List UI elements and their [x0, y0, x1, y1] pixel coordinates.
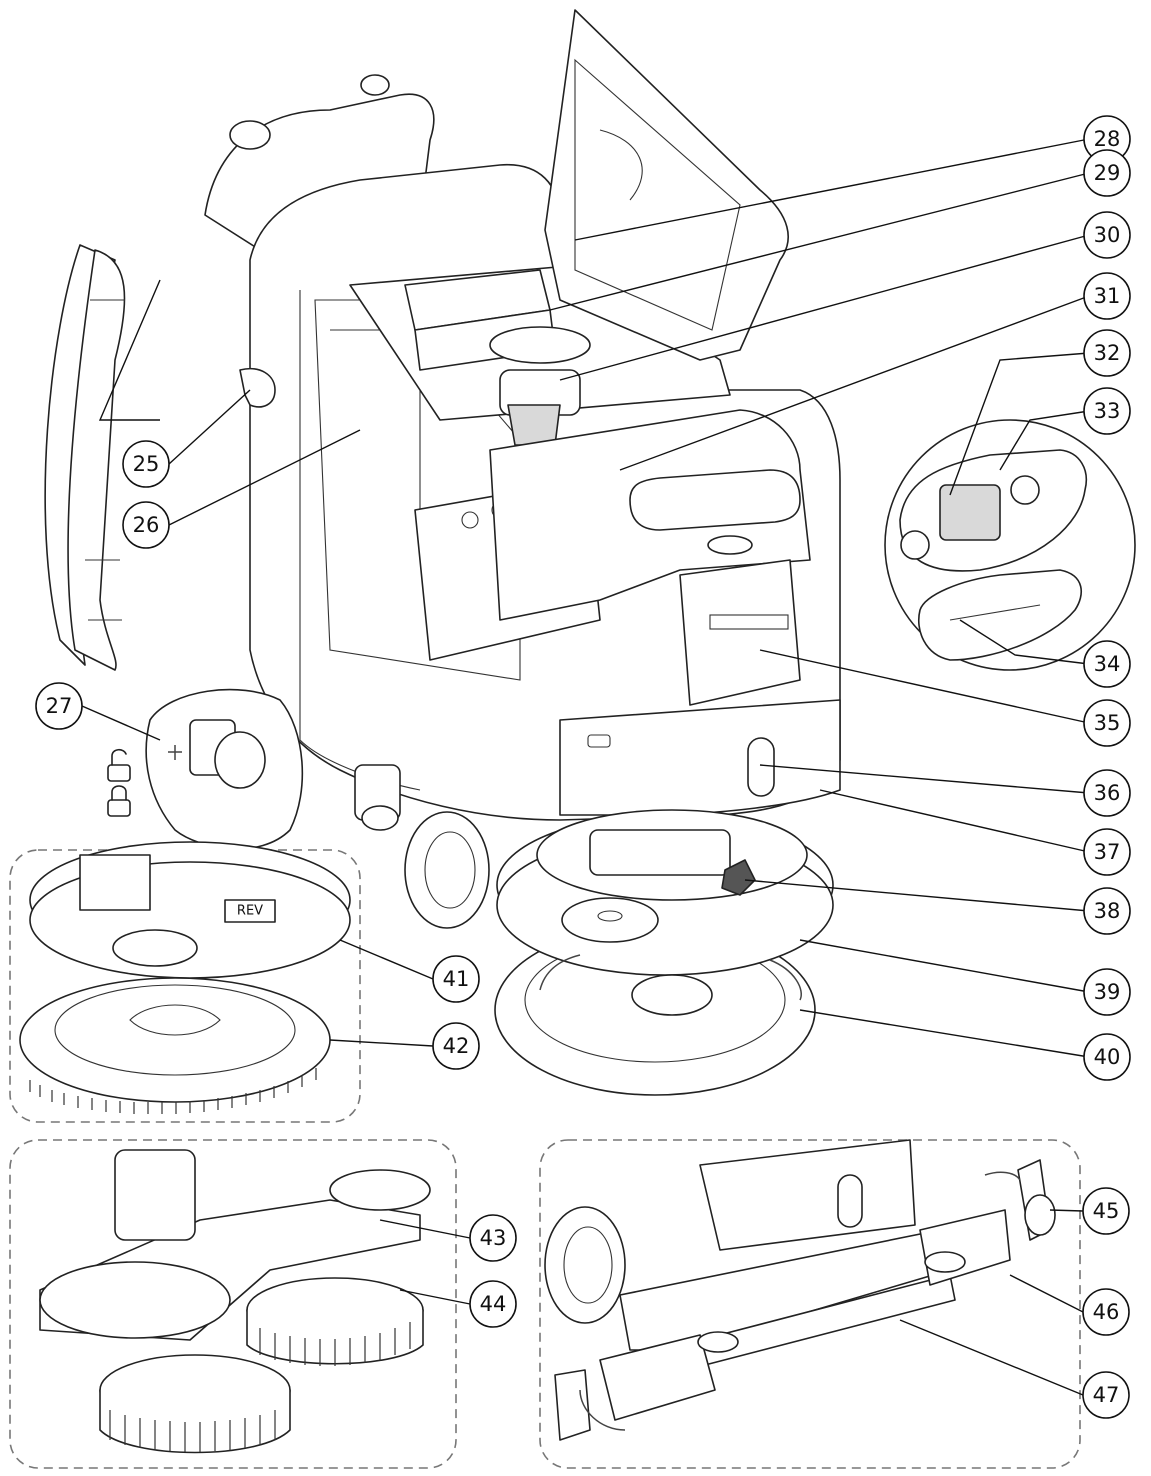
callout-39: 39 — [1083, 968, 1131, 1016]
cylindrical-brush-detail — [544, 1139, 1056, 1441]
callout-label: 39 — [1094, 980, 1121, 1004]
control-panel-zoom — [884, 419, 1136, 671]
callout-label: 41 — [443, 967, 470, 991]
detail-frame-disc-brush — [9, 849, 361, 1123]
disc-brush-detail: REV — [19, 841, 351, 1114]
callout-29: 29 — [1083, 149, 1131, 197]
callout-label: 31 — [1094, 284, 1121, 308]
callout-label: 45 — [1093, 1199, 1120, 1223]
callout-44: 44 — [469, 1280, 517, 1328]
side-handle-assembly — [44, 244, 276, 671]
callout-label: 35 — [1094, 711, 1121, 735]
detail-frame-twin-brush — [9, 1139, 457, 1469]
machine-body — [204, 9, 841, 929]
callout-label: 47 — [1093, 1383, 1120, 1407]
callout-label: 44 — [480, 1292, 507, 1316]
callout-33: 33 — [1083, 387, 1131, 435]
callout-label: 38 — [1094, 899, 1121, 923]
callout-label: 40 — [1094, 1045, 1121, 1069]
callout-47: 47 — [1082, 1371, 1130, 1419]
callout-35: 35 — [1083, 699, 1131, 747]
callouts: 25 26 27 28 29 30 31 32 33 34 35 36 37 3… — [35, 115, 1131, 1419]
callout-label: 32 — [1094, 341, 1121, 365]
callout-34: 34 — [1083, 640, 1131, 688]
lock-detail — [145, 688, 304, 850]
callout-30: 30 — [1083, 211, 1131, 259]
callout-37: 37 — [1083, 828, 1131, 876]
detail-frame-cylindrical-brush — [539, 1139, 1081, 1469]
callout-label: 46 — [1093, 1300, 1120, 1324]
unlock-icon — [107, 748, 131, 782]
callout-label: 36 — [1094, 781, 1121, 805]
callout-25: 25 — [122, 440, 170, 488]
callout-36: 36 — [1083, 769, 1131, 817]
callout-label: 25 — [133, 452, 160, 476]
callout-label: 37 — [1094, 840, 1121, 864]
callout-label: 28 — [1094, 127, 1121, 151]
callout-46: 46 — [1082, 1288, 1130, 1336]
callout-26: 26 — [122, 501, 170, 549]
twin-brush-detail — [39, 1149, 431, 1454]
callout-45: 45 — [1082, 1187, 1130, 1235]
callout-43: 43 — [469, 1214, 517, 1262]
brush-deck-main — [494, 809, 834, 1096]
callout-31: 31 — [1083, 272, 1131, 320]
callout-27: 27 — [35, 682, 83, 730]
callout-41: 41 — [432, 955, 480, 1003]
callout-38: 38 — [1083, 887, 1131, 935]
leader-lines — [81, 138, 1090, 1396]
lock-icon — [107, 785, 131, 817]
callout-40: 40 — [1083, 1033, 1131, 1081]
callout-label: 34 — [1094, 652, 1121, 676]
rev-plate-label: REV — [237, 904, 263, 919]
callout-32: 32 — [1083, 329, 1131, 377]
callout-label: 30 — [1094, 223, 1121, 247]
callout-label: 29 — [1094, 161, 1121, 185]
callout-label: 43 — [480, 1226, 507, 1250]
callout-label: 33 — [1094, 399, 1121, 423]
callout-label: 27 — [46, 694, 73, 718]
callout-label: 42 — [443, 1034, 470, 1058]
callout-42: 42 — [432, 1022, 480, 1070]
callout-label: 26 — [133, 513, 160, 537]
